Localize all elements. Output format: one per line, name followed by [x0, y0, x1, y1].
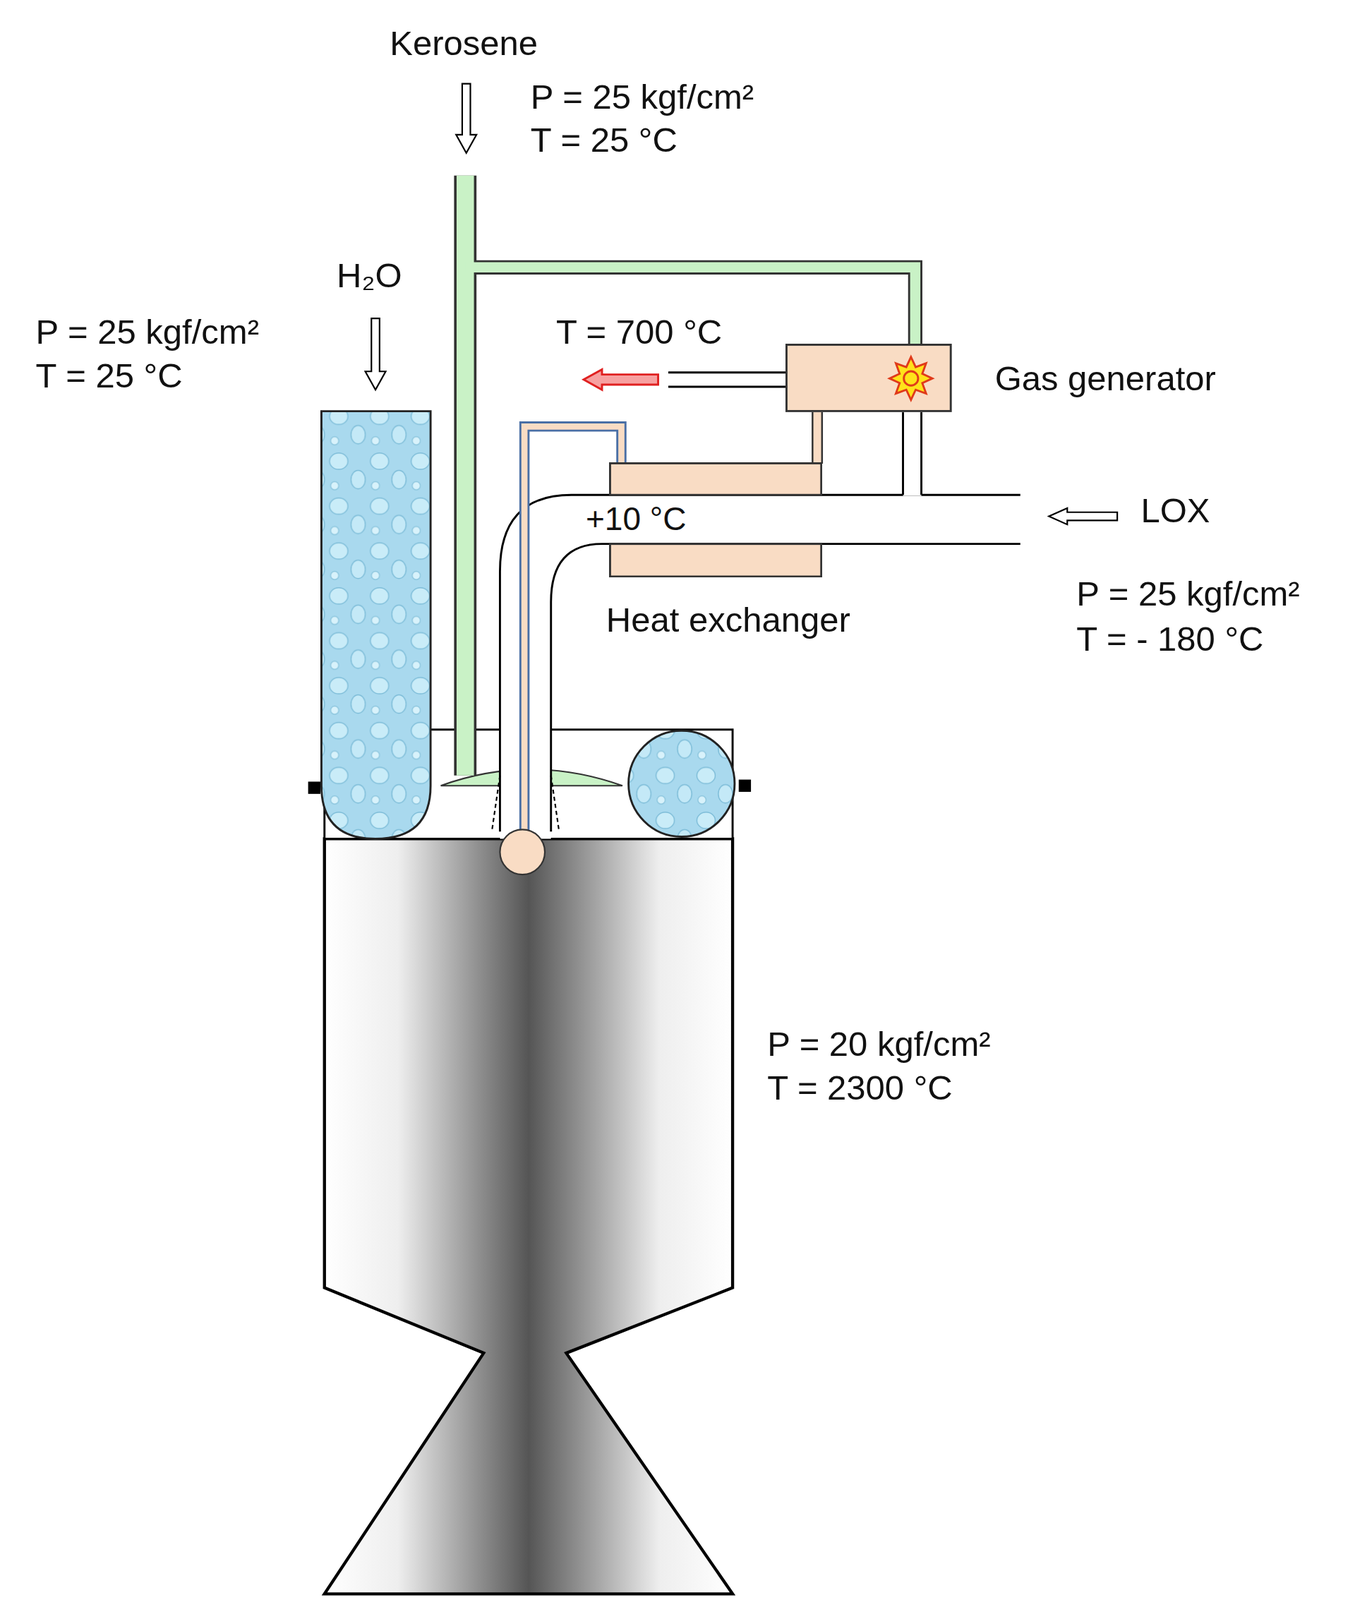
component-name: Gas generator: [995, 357, 1216, 398]
hot-gas-pipe: [817, 412, 818, 464]
temperature-label: T = 2300 °C: [767, 1067, 953, 1108]
pressure-label: P = 20 kgf/cm²: [767, 1024, 991, 1064]
flow-label: Kerosene: [389, 23, 538, 63]
component-name: Heat exchanger: [606, 599, 851, 640]
temperature-label: T = 25 °C: [35, 355, 183, 396]
temperature-label: +10 °C: [583, 500, 689, 538]
temperature-label: T = - 180 °C: [1076, 618, 1264, 659]
temperature-label: T = 25 °C: [530, 119, 678, 160]
pressure-label: P = 25 kgf/cm²: [1076, 573, 1300, 614]
pressure-label: P = 25 kgf/cm²: [530, 76, 754, 117]
flow-label: H₂O: [336, 255, 403, 295]
gas-generator-box: Gas generator: [785, 343, 953, 413]
flow-label: LOX: [1140, 490, 1210, 531]
temperature-label: T = 700 °C: [556, 311, 722, 352]
gas-generator-shape: [785, 343, 953, 413]
pressure-label: P = 25 kgf/cm²: [35, 311, 260, 352]
